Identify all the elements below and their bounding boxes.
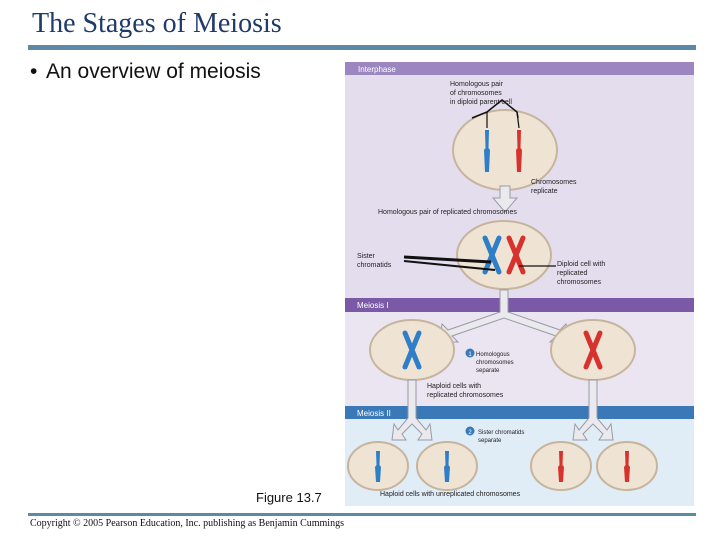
haploid-unreplicated-label: Haploid cells with unreplicated chromoso… <box>380 491 521 498</box>
parent-chromosome-red <box>516 130 522 172</box>
meiosis1-label: Meiosis I <box>357 301 389 310</box>
diploid-line2: replicated <box>557 270 587 277</box>
homologous-pair-line1: Homologous pair <box>450 81 504 88</box>
diploid-replicated-cell <box>456 220 552 290</box>
meiosis2-arrow-left <box>391 379 433 441</box>
footer-rule <box>28 513 696 516</box>
title-underline <box>28 45 696 50</box>
copyright-text: Copyright © 2005 Pearson Education, Inc.… <box>30 518 344 529</box>
step1-line2: chromosomes <box>476 360 514 366</box>
interphase-header <box>345 62 694 75</box>
diploid-parent-cell <box>452 109 558 191</box>
bullet-item: • An overview of meiosis <box>30 60 261 84</box>
step1-number: 1 <box>468 352 472 358</box>
haploid-replicated-line1: Haploid cells with <box>427 383 481 390</box>
interphase-label: Interphase <box>358 65 396 74</box>
bullet-dot-icon: • <box>30 60 38 83</box>
meiosis1-header <box>345 298 694 312</box>
pointer-right <box>516 111 520 129</box>
step2-line1: Sister chromatids <box>478 430 524 436</box>
haploid-replicated-line2: replicated chromosomes <box>427 392 504 399</box>
slide-title: The Stages of Meiosis <box>32 8 282 39</box>
step2-number: 2 <box>468 430 472 436</box>
diploid-line3: chromosomes <box>557 279 601 286</box>
haploid-right-chromosome <box>583 330 603 370</box>
step2-line2: separate <box>478 438 502 444</box>
homologous-pair-line3: in diploid parent cell <box>450 99 512 106</box>
diploid-line1: Diploid cell with <box>557 261 605 268</box>
sister-line1: Sister <box>357 253 376 260</box>
meiosis1-split-arrow <box>439 289 569 343</box>
homologous-pair-line2: of chromosomes <box>450 90 502 97</box>
final-chromosome-2 <box>444 451 450 482</box>
sister-pointer-1 <box>403 255 492 264</box>
replicated-chromosome-blue <box>482 235 502 275</box>
step2-number-badge <box>465 426 475 436</box>
step1-line3: separate <box>476 368 500 374</box>
parent-chromosome-blue <box>484 130 490 172</box>
final-chromosome-1 <box>375 451 381 482</box>
figure-label: Figure 13.7 <box>256 490 322 505</box>
meiosis2-label: Meiosis II <box>357 409 391 418</box>
replicate-line2: replicate <box>531 188 558 195</box>
replicated-pair-label: Homologous pair of replicated chromosome… <box>378 209 517 216</box>
bullet-text: An overview of meiosis <box>46 60 261 83</box>
haploid-left-chromosome <box>402 330 422 370</box>
final-chromosome-3 <box>558 451 564 482</box>
meiosis2-header <box>345 406 694 419</box>
replicate-line1: Chromosomes <box>531 179 577 186</box>
sister-line2: chromatids <box>357 262 392 269</box>
replicate-arrow <box>491 185 519 213</box>
step1-line1: Homologous <box>476 352 510 358</box>
meiosis2-arrow-right <box>572 379 614 441</box>
step1-number-badge <box>465 348 475 358</box>
final-chromosome-4 <box>624 451 630 482</box>
sister-pointer-2 <box>403 260 496 271</box>
